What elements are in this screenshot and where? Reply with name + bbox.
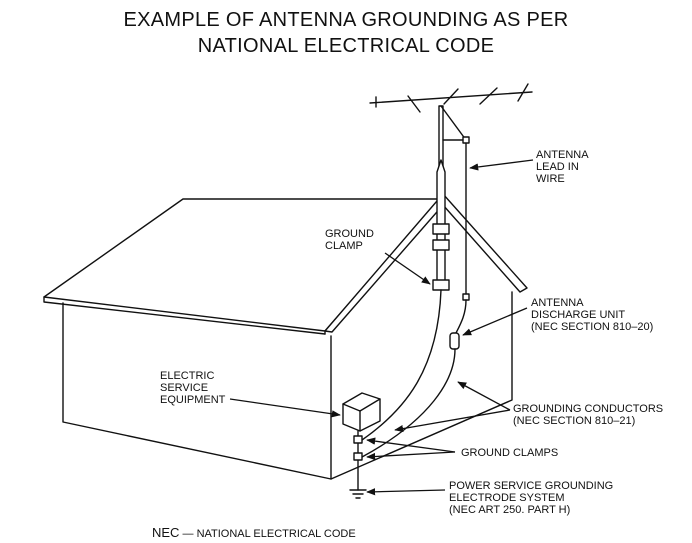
label-power-service: POWER SERVICE GROUNDING ELECTRODE SYSTEM… — [449, 480, 614, 516]
ground-clamp-upper — [353, 435, 363, 444]
ground-clamp-lower — [353, 452, 363, 461]
roof-front-edge — [43, 296, 326, 335]
leader-lead-in — [469, 159, 534, 171]
mast-clamp-2 — [432, 239, 450, 251]
title-line-2: NATIONAL ELECTRICAL CODE — [197, 35, 495, 57]
label-ground-clamp: GROUND CLAMP — [325, 228, 374, 252]
leader-clamps-b — [366, 451, 456, 461]
leader-ground-clamp — [384, 252, 431, 285]
label-discharge-unit: ANTENNA DISCHARGE UNIT (NEC SECTION 810–… — [531, 297, 654, 333]
footer-abbr: NEC — [152, 525, 180, 540]
title-line-1: EXAMPLE OF ANTENNA GROUNDING AS PER — [123, 9, 569, 31]
leader-conductors-a — [457, 381, 511, 411]
leader-clamps-a — [366, 437, 456, 453]
leader-discharge — [462, 307, 528, 336]
leader-electric-service — [229, 398, 341, 418]
label-ground-clamps: GROUND CLAMPS — [461, 447, 559, 459]
electric-service-box — [342, 392, 381, 432]
discharge-unit — [449, 332, 460, 350]
grounding-conductor-mast — [361, 289, 442, 441]
gable-wall — [330, 291, 513, 480]
footer-legend: NEC — NATIONAL ELECTRICAL CODE — [152, 525, 356, 540]
mast-clamp-1 — [432, 223, 450, 235]
label-electric-service: ELECTRIC SERVICE EQUIPMENT — [160, 370, 226, 406]
leader-power-service — [366, 488, 446, 496]
leader-conductors-b — [394, 409, 511, 433]
label-grounding-conductors: GROUNDING CONDUCTORS (NEC SECTION 810–21… — [513, 403, 664, 427]
side-wall — [62, 302, 332, 480]
mast-clamp-3 — [432, 279, 450, 291]
lead-in-to-discharge — [454, 299, 467, 336]
roof-slope — [43, 198, 441, 332]
grounding-conductor-discharge — [361, 348, 456, 458]
footer-text: — NATIONAL ELECTRICAL CODE — [182, 528, 356, 540]
label-antenna-lead-in: ANTENNA LEAD IN WIRE — [536, 149, 589, 185]
